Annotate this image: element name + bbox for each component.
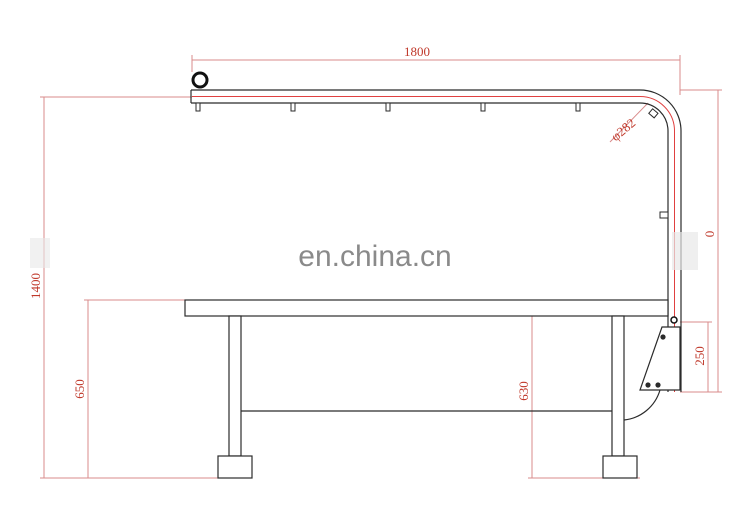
dim-overall-height: 1400: [28, 273, 43, 299]
dim-top-width: 1800: [404, 44, 430, 59]
watermark-blur-right: [672, 232, 698, 270]
table: [184, 299, 669, 479]
rail-hangers: [195, 102, 669, 219]
swing-arc: [623, 389, 661, 421]
overhead-rail: [190, 89, 682, 392]
dimension-lines: [40, 55, 722, 479]
watermark-text: en.china.cn: [298, 240, 451, 273]
watermark-blur-left: [30, 238, 50, 268]
dim-table-height-left: 650: [72, 379, 87, 399]
dim-bracket-height: 250: [692, 346, 707, 366]
mounting-bracket: [639, 326, 681, 391]
rail-clamp-knob: [670, 316, 678, 324]
rail-end-ring: [191, 71, 209, 89]
dim-table-height-right: 630: [516, 381, 531, 401]
dim-right-side-partial: 0: [702, 231, 717, 238]
